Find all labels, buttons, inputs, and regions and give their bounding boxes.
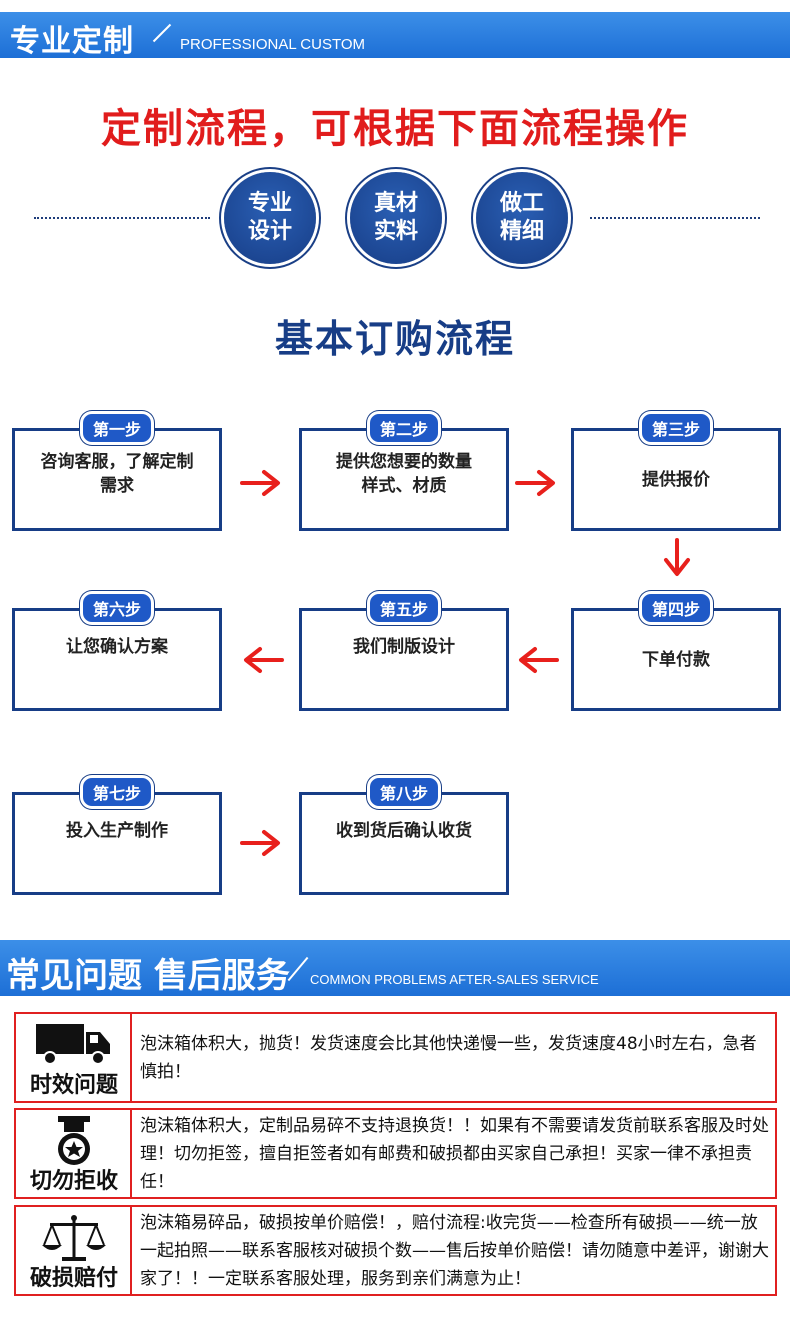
step-box-5: 第五步 我们制版设计 — [299, 591, 509, 711]
feature-line2: 精细 — [499, 219, 544, 244]
step-box-6: 第六步 让您确认方案 — [12, 591, 222, 711]
medal-icon — [58, 1116, 90, 1165]
step-tab: 第一步 — [80, 411, 154, 445]
arrow-right-icon — [240, 470, 280, 496]
faq-label: 破损赔付 — [29, 1266, 118, 1291]
faq-label: 时效问题 — [29, 1073, 118, 1098]
step-text: 提供报价 — [642, 469, 710, 490]
arrow-left-icon — [244, 647, 284, 673]
step-tab: 第三步 — [639, 411, 713, 445]
feature-line1: 真材 — [373, 191, 418, 216]
feature-line1: 做工 — [499, 191, 544, 216]
dotted-divider-left — [34, 217, 210, 219]
truck-icon — [36, 1024, 110, 1065]
step-tab: 第六步 — [80, 591, 154, 625]
step-tab: 第五步 — [367, 591, 441, 625]
banner-title-cn: 专业定制 — [10, 24, 134, 59]
step-box-1: 第一步 咨询客服，了解定制需求 — [12, 411, 222, 531]
faq-row-damage: 破损赔付 泡沫箱易碎品，破损按单价赔偿！，赔付流程:收完货——检查所有破损——统… — [14, 1205, 777, 1296]
step-tab: 第二步 — [367, 411, 441, 445]
step-text-line2: 样式、材质 — [361, 475, 447, 496]
step-text-line1: 提供您想要的数量 — [336, 451, 472, 472]
faq-icon-cell: 破损赔付 — [16, 1207, 132, 1294]
section-banner-faq: 常见问题 售后服务 COMMON PROBLEMS AFTER-SALES SE… — [0, 940, 790, 996]
step-text: 投入生产制作 — [66, 820, 168, 841]
process-title: 基本订购流程 — [274, 317, 515, 361]
scale-icon — [42, 1215, 106, 1261]
step-tab: 第八步 — [367, 775, 441, 809]
step-text-line1: 咨询客服，了解定制 — [40, 451, 194, 472]
faq-text: 泡沫箱易碎品，破损按单价赔偿！，赔付流程:收完货——检查所有破损——统一放一起拍… — [140, 1212, 769, 1289]
step-text: 我们制版设计 — [353, 636, 455, 657]
feature-line1: 专业 — [247, 191, 292, 216]
faq-icon-cell: 时效问题 — [16, 1014, 132, 1101]
faq-label: 切勿拒收 — [29, 1169, 118, 1194]
step-text-line2: 需求 — [100, 475, 134, 496]
faq-row-timing: 时效问题 泡沫箱体积大，抛货！发货速度会比其他快递慢一些，发货速度48小时左右，… — [14, 1012, 777, 1103]
faq-row-no-reject: 切勿拒收 泡沫箱体积大，定制品易碎不支持退换货！！如果有不需要请发货前联系客服及… — [14, 1108, 777, 1199]
headline: 定制流程，可根据下面流程操作 — [101, 106, 689, 152]
step-tab: 第七步 — [80, 775, 154, 809]
step-box-7: 第七步 投入生产制作 — [12, 775, 222, 895]
section-banner-custom: 专业定制 PROFESSIONAL CUSTOM — [0, 12, 790, 59]
step-tab: 第四步 — [639, 591, 713, 625]
feature-line2: 实料 — [373, 219, 418, 244]
faq-text: 泡沫箱体积大，抛货！发货速度会比其他快递慢一些，发货速度48小时左右，急者慎拍！ — [140, 1033, 757, 1082]
faq-text: 泡沫箱体积大，定制品易碎不支持退换货！！如果有不需要请发货前联系客服及时处理！切… — [140, 1115, 769, 1192]
banner-title-en: COMMON PROBLEMS AFTER-SALES SERVICE — [310, 972, 599, 987]
feature-circle-craft: 做工精细 — [476, 172, 568, 264]
step-box-8: 第八步 收到货后确认收货 — [299, 775, 509, 895]
arrow-right-icon — [240, 830, 280, 856]
step-box-3: 第三步 提供报价 — [571, 411, 781, 531]
faq-icon-cell: 切勿拒收 — [16, 1110, 132, 1197]
banner-title-en: PROFESSIONAL CUSTOM — [180, 36, 366, 53]
step-text: 咨询客服，了解定制需求 — [21, 431, 213, 528]
arrow-left-icon — [519, 647, 559, 673]
banner-title-cn: 常见问题 售后服务 — [6, 956, 290, 996]
feature-circle-design: 专业设计 — [224, 172, 316, 264]
banner-slash — [287, 956, 309, 982]
banner-slash — [152, 23, 172, 43]
arrow-right-icon — [515, 470, 555, 496]
step-text: 提供您想要的数量样式、材质 — [308, 431, 500, 528]
step-box-4: 第四步 下单付款 — [571, 591, 781, 711]
feature-line2: 设计 — [247, 219, 292, 244]
step-text: 收到货后确认收货 — [336, 820, 472, 841]
dotted-divider-right — [590, 217, 760, 219]
step-text: 让您确认方案 — [66, 636, 168, 657]
step-text: 下单付款 — [642, 649, 710, 670]
step-box-2: 第二步 提供您想要的数量样式、材质 — [299, 411, 509, 531]
feature-circle-material: 真材实料 — [350, 172, 442, 264]
arrow-down-icon — [664, 538, 690, 576]
